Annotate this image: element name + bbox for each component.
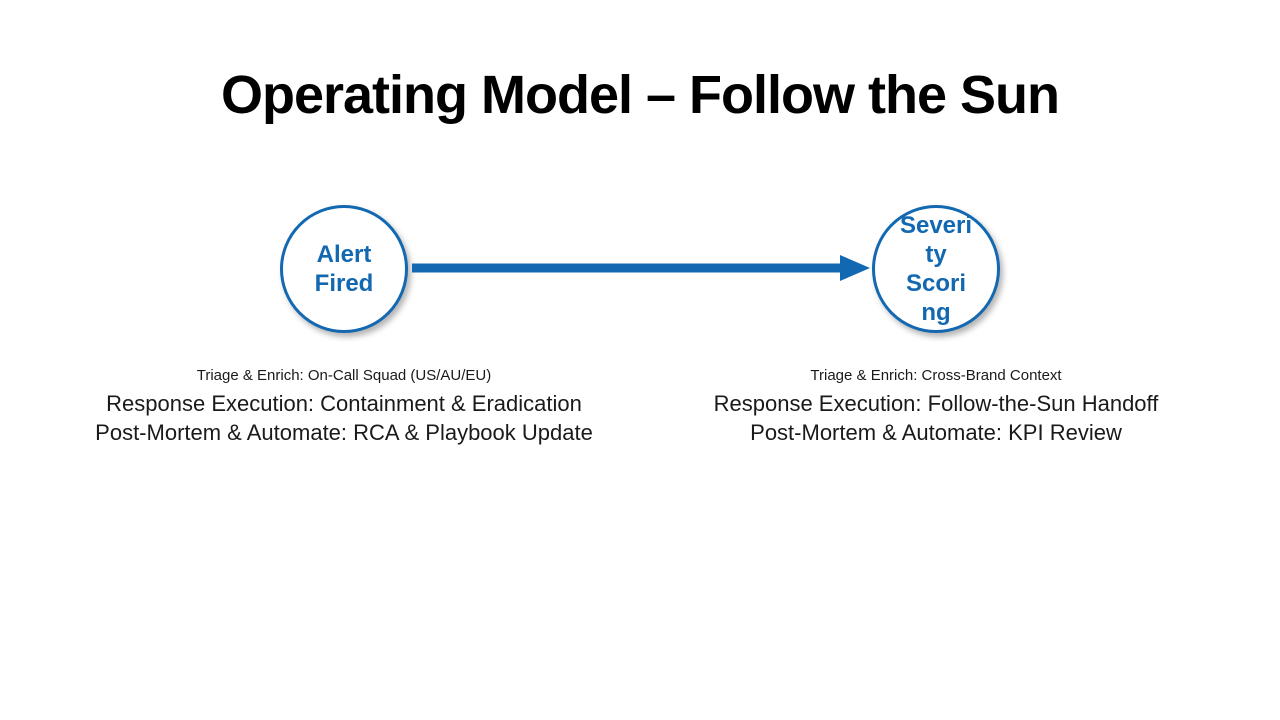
node-label-line: ty bbox=[925, 241, 947, 268]
node-label-line: Fired bbox=[314, 270, 374, 297]
arrow-head-icon bbox=[840, 255, 870, 281]
node-label-line: Severi bbox=[899, 212, 973, 239]
node-label-line: ng bbox=[921, 299, 951, 326]
caption-triage-line: Triage & Enrich: On-Call Squad (US/AU/EU… bbox=[196, 367, 492, 384]
node-severity-scoring: Severi ty Scori ng bbox=[872, 205, 1000, 333]
caption-response-line: Response Execution: Containment & Eradic… bbox=[106, 391, 582, 416]
node-label-line: Alert bbox=[316, 241, 372, 268]
arrow-connector bbox=[412, 255, 870, 281]
slide-title: Operating Model – Follow the Sun bbox=[220, 65, 1060, 125]
caption-postmortem-line: Post-Mortem & Automate: KPI Review bbox=[750, 420, 1122, 445]
caption-response-line: Response Execution: Follow-the-Sun Hando… bbox=[713, 391, 1159, 416]
caption-severity-scoring: Triage & Enrich: Cross-Brand Context Res… bbox=[656, 366, 1216, 447]
node-severity-scoring-label: Severi ty Scori ng bbox=[900, 211, 972, 327]
caption-triage-line: Triage & Enrich: Cross-Brand Context bbox=[810, 367, 1062, 384]
node-alert-fired: Alert Fired bbox=[280, 205, 408, 333]
caption-postmortem-line: Post-Mortem & Automate: RCA & Playbook U… bbox=[95, 420, 593, 445]
node-alert-fired-label: Alert Fired bbox=[315, 240, 374, 298]
node-label-line: Scori bbox=[905, 270, 967, 297]
caption-alert-fired: Triage & Enrich: On-Call Squad (US/AU/EU… bbox=[94, 366, 594, 447]
